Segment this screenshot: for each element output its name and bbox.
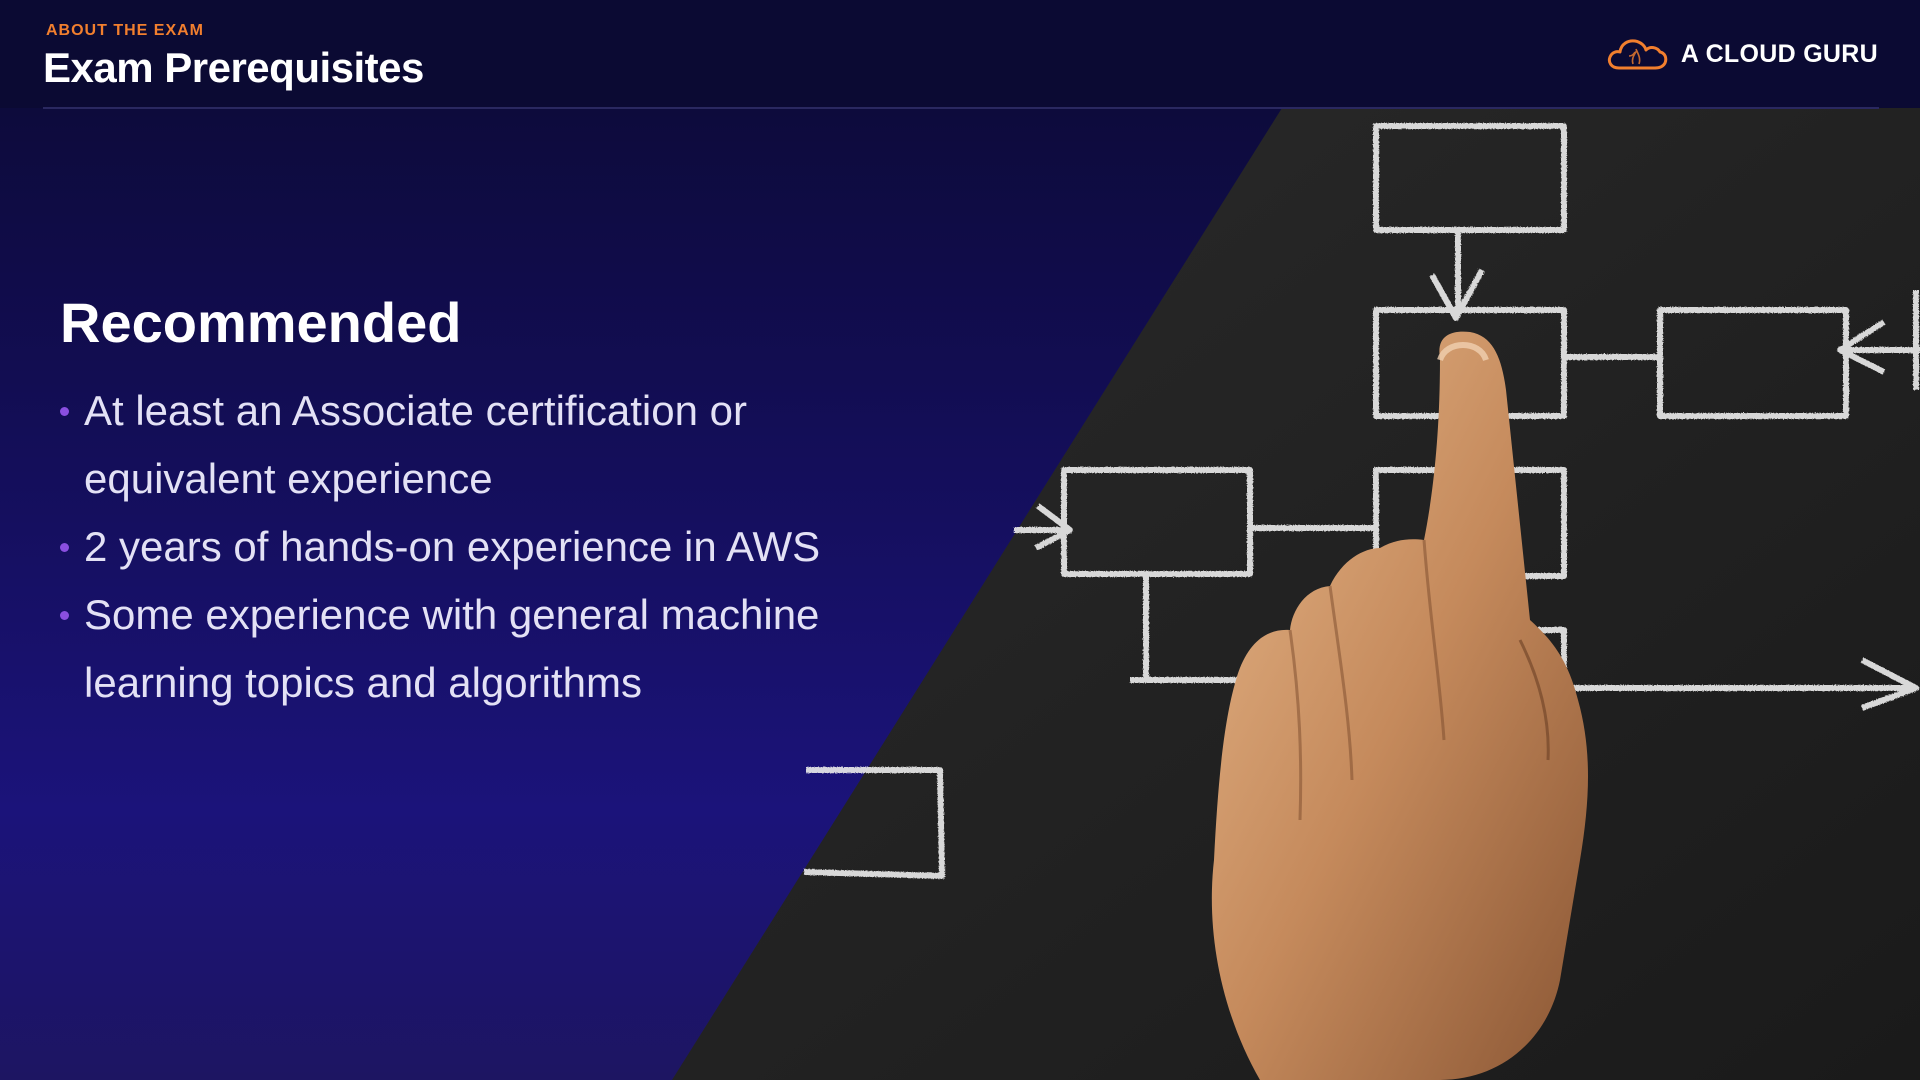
header-divider bbox=[43, 107, 1879, 109]
list-item-text: At least an Associate certification or e… bbox=[84, 387, 747, 502]
main-content: Recommended At least an Associate certif… bbox=[60, 290, 840, 717]
list-item-text: Some experience with general machine lea… bbox=[84, 591, 820, 706]
list-item: Some experience with general machine lea… bbox=[60, 581, 840, 717]
bullet-dot-icon bbox=[60, 543, 69, 552]
list-item: 2 years of hands-on experience in AWS bbox=[60, 513, 840, 581]
section-eyebrow: ABOUT THE EXAM bbox=[46, 22, 204, 39]
brand-name: A CLOUD GURU bbox=[1680, 39, 1878, 68]
list-item-text: 2 years of hands-on experience in AWS bbox=[84, 523, 821, 570]
page-title: Exam Prerequisites bbox=[43, 44, 424, 91]
brand-logo: A CLOUD GURU bbox=[1605, 34, 1878, 74]
bullet-dot-icon bbox=[60, 611, 69, 620]
section-heading: Recommended bbox=[60, 291, 462, 354]
bullet-dot-icon bbox=[60, 407, 69, 416]
list-item: At least an Associate certification or e… bbox=[60, 377, 840, 513]
cloud-icon bbox=[1607, 39, 1668, 70]
header-bar: ABOUT THE EXAM Exam Prerequisites bbox=[0, 0, 1920, 108]
prerequisite-list: At least an Associate certification or e… bbox=[60, 377, 840, 717]
